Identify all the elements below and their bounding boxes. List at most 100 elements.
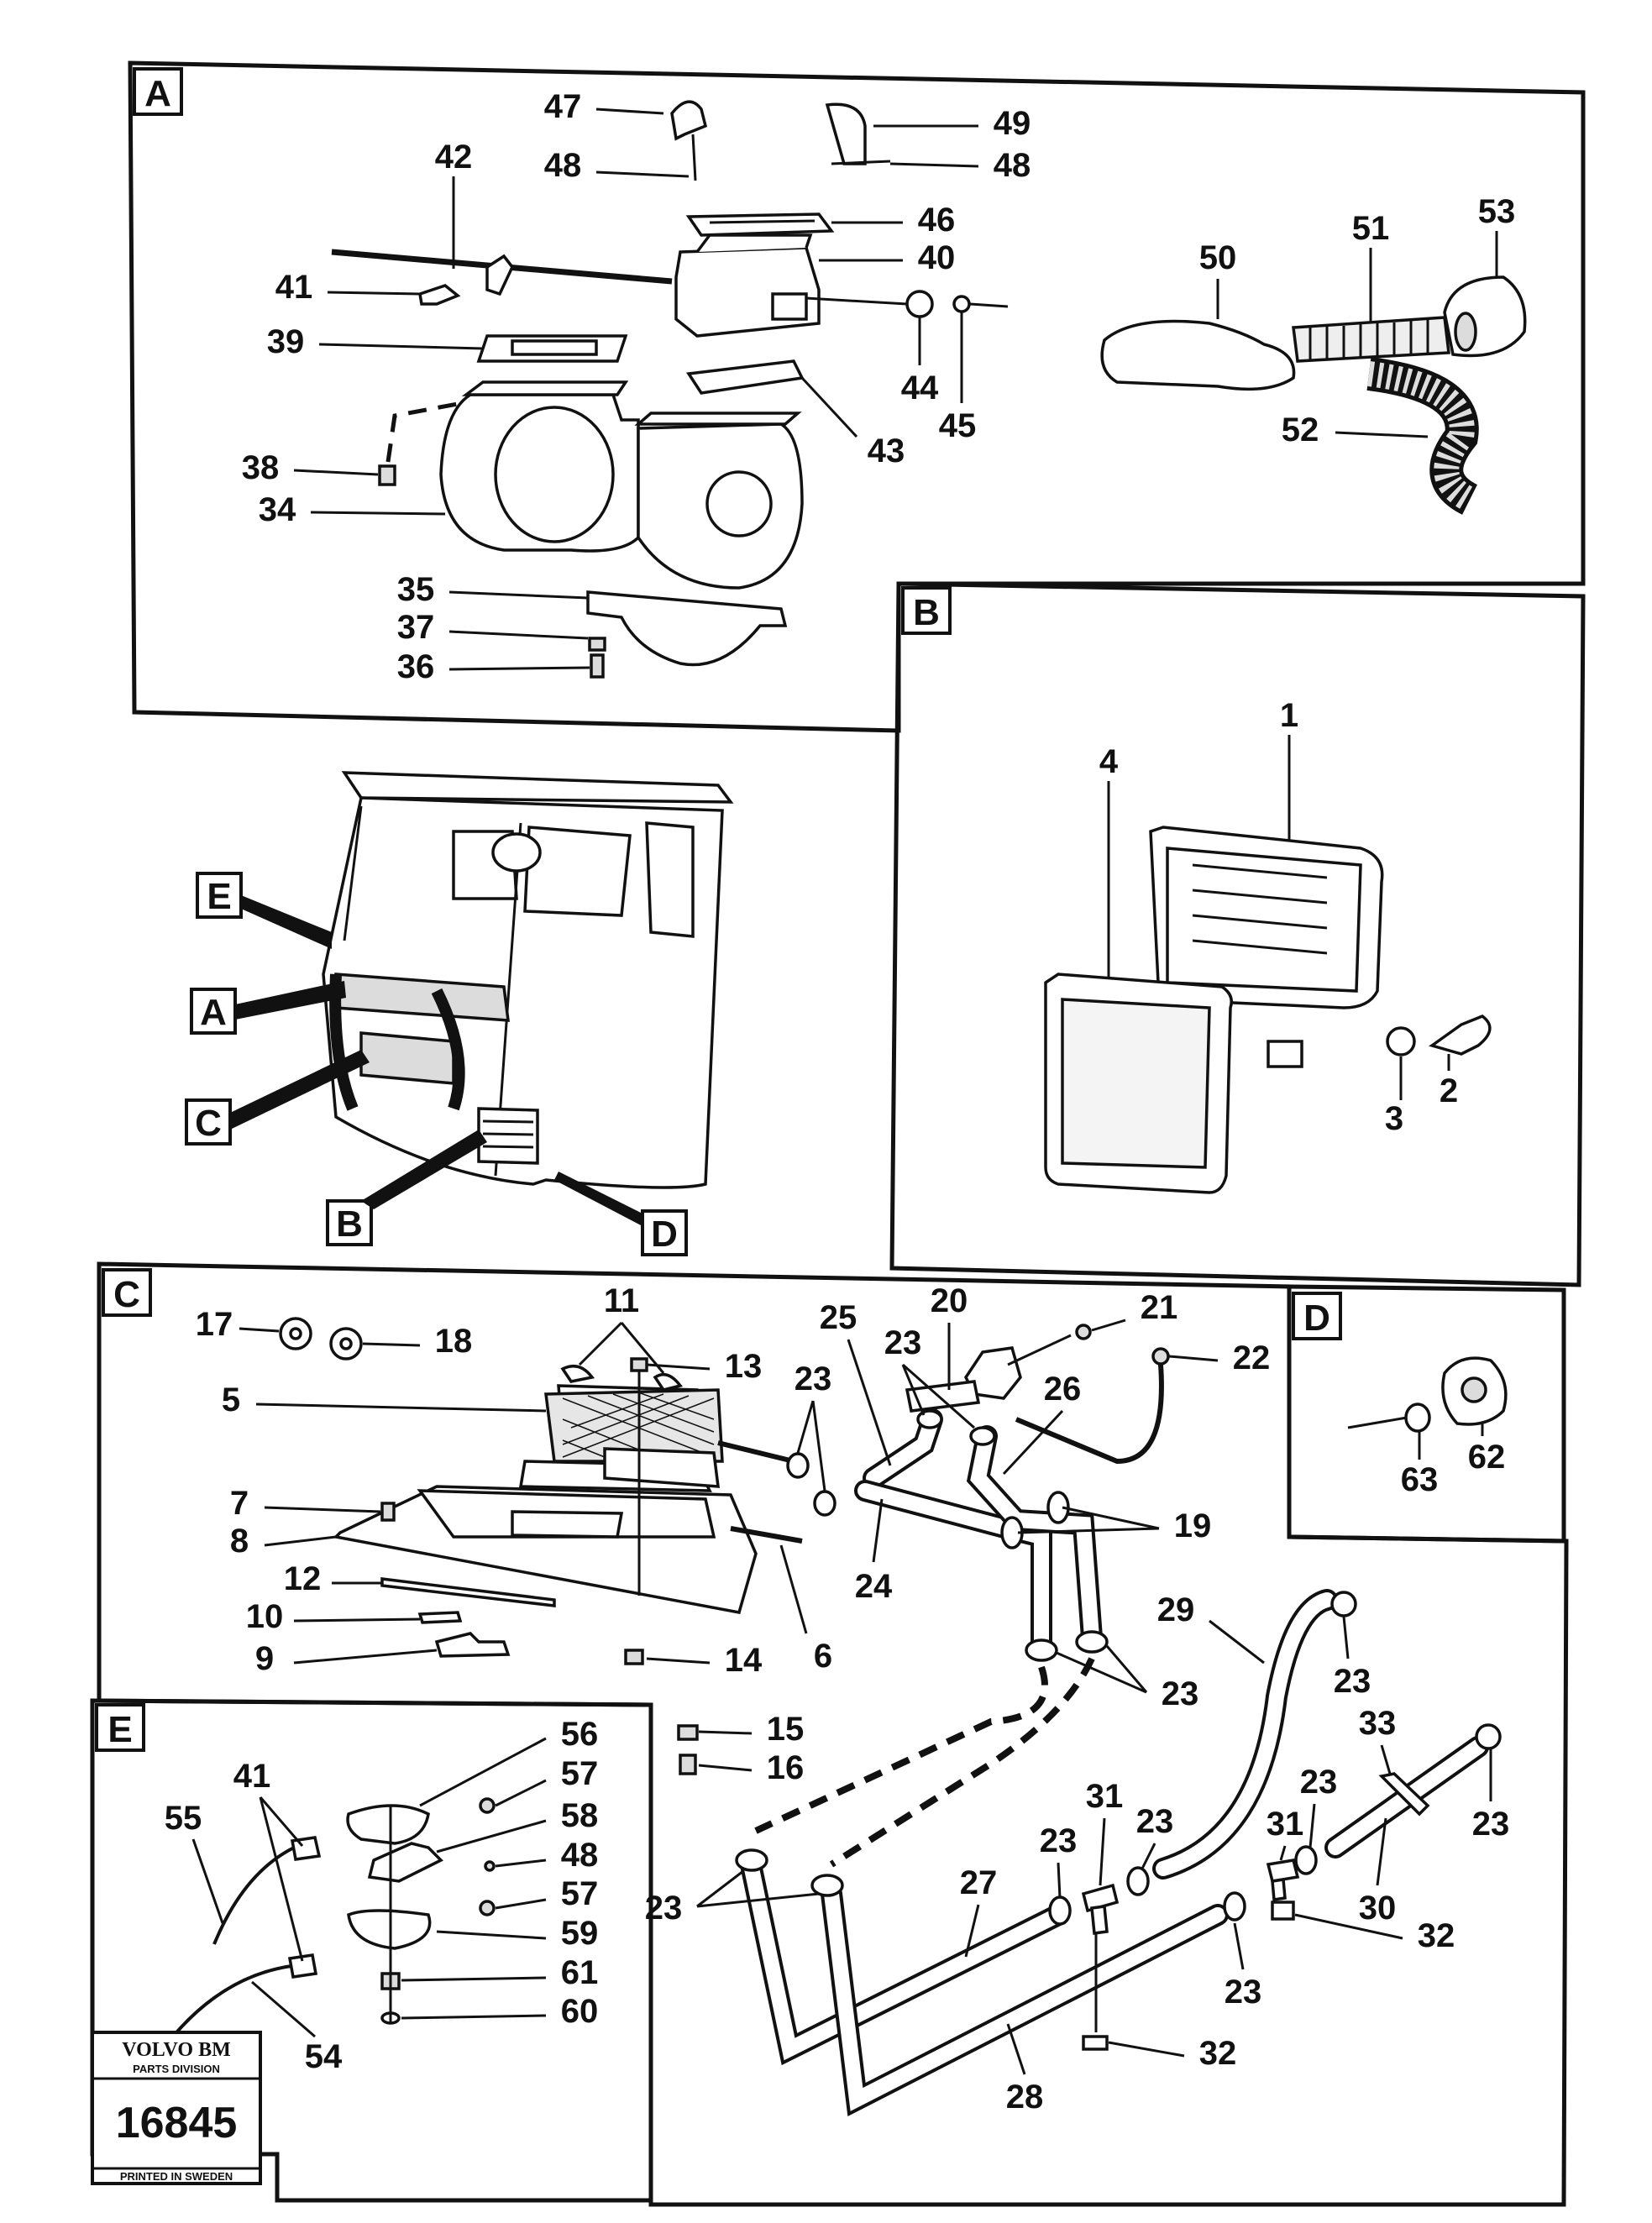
svg-text:42: 42 [435,139,473,176]
svg-text:40: 40 [918,239,956,276]
fan-unit-drawing [331,100,1527,679]
svg-text:5: 5 [222,1382,240,1418]
svg-text:19: 19 [1174,1507,1212,1544]
cab-callout-b: B [326,1130,487,1246]
svg-text:52: 52 [1282,412,1319,448]
svg-text:2: 2 [1440,1072,1458,1109]
svg-text:14: 14 [725,1642,763,1679]
svg-text:23: 23 [1162,1675,1199,1712]
svg-text:23: 23 [1040,1822,1078,1859]
section-c-labels: 11 13 17 18 5 7 8 12 10 9 6 14 15 16 25 … [196,1282,1510,2116]
section-e-labels: 56 57 58 48 57 59 61 60 41 55 54 [165,1716,599,2075]
cab-overview-drawing [322,771,734,1189]
svg-text:C: C [113,1274,140,1315]
svg-text:13: 13 [725,1348,763,1385]
svg-text:59: 59 [561,1915,599,1952]
svg-text:27: 27 [960,1864,998,1901]
cab-callout-c: C [185,1050,370,1146]
svg-text:A: A [144,73,171,114]
svg-text:38: 38 [242,449,280,486]
svg-text:31: 31 [1267,1806,1304,1843]
svg-text:21: 21 [1141,1289,1178,1326]
svg-text:48: 48 [994,147,1031,184]
svg-text:8: 8 [230,1523,249,1560]
svg-text:32: 32 [1199,2035,1237,2072]
svg-text:35: 35 [397,571,435,608]
section-e-drawing [158,1797,496,2055]
svg-text:56: 56 [561,1716,599,1753]
svg-text:16: 16 [767,1749,805,1786]
svg-text:48: 48 [561,1837,599,1874]
section-b-frame [889,581,1586,1287]
svg-text:54: 54 [305,2038,343,2075]
svg-text:57: 57 [561,1875,599,1912]
svg-text:E: E [207,876,231,917]
svg-text:34: 34 [259,491,296,528]
svg-text:39: 39 [267,323,305,360]
svg-text:58: 58 [561,1797,599,1834]
cab-callout-d: D [554,1172,688,1256]
cab-callout-e: E [196,872,332,949]
svg-text:23: 23 [1300,1764,1338,1801]
svg-text:50: 50 [1199,239,1237,276]
svg-text:63: 63 [1401,1461,1439,1498]
svg-text:30: 30 [1359,1890,1397,1927]
svg-text:44: 44 [901,370,939,406]
svg-text:48: 48 [544,147,582,184]
svg-text:28: 28 [1006,2079,1044,2116]
svg-text:7: 7 [230,1485,249,1522]
svg-text:A: A [200,992,227,1033]
section-label-a: A [133,67,183,116]
svg-text:45: 45 [939,407,977,444]
svg-text:6: 6 [814,1638,832,1675]
svg-text:VOLVO BM: VOLVO BM [122,2039,231,2061]
svg-text:23: 23 [884,1324,922,1361]
svg-text:D: D [651,1214,678,1255]
section-a-labels: 47 48 49 48 42 46 40 41 39 44 45 43 38 3… [242,88,1516,685]
svg-text:4: 4 [1099,743,1119,780]
section-b-labels: 1 4 3 2 [1099,697,1458,1137]
svg-text:61: 61 [561,1954,599,1991]
section-label-e: E [95,1703,145,1752]
svg-text:18: 18 [435,1323,473,1360]
svg-text:B: B [336,1203,363,1245]
svg-text:29: 29 [1157,1591,1195,1628]
svg-text:B: B [913,592,940,633]
section-label-c: C [102,1268,152,1317]
svg-text:37: 37 [397,609,435,646]
svg-text:53: 53 [1478,193,1516,230]
svg-text:60: 60 [561,1993,599,2030]
svg-text:3: 3 [1385,1100,1403,1137]
svg-text:E: E [108,1709,132,1750]
svg-text:25: 25 [820,1299,857,1336]
svg-text:57: 57 [561,1755,599,1792]
svg-text:PARTS DIVISION: PARTS DIVISION [133,2063,220,2075]
svg-text:62: 62 [1468,1439,1506,1476]
section-d-labels: 63 62 [1401,1423,1506,1498]
svg-text:46: 46 [918,202,956,239]
section-label-d: D [1292,1292,1342,1340]
svg-text:15: 15 [767,1711,805,1748]
cab-callout-a: A [190,981,346,1035]
svg-text:12: 12 [284,1560,322,1597]
svg-text:36: 36 [397,648,435,685]
svg-text:11: 11 [604,1282,639,1319]
svg-text:20: 20 [931,1282,968,1319]
svg-text:32: 32 [1418,1917,1455,1954]
svg-text:55: 55 [165,1800,202,1837]
svg-text:23: 23 [1225,1974,1262,2011]
heater-drawing [279,1317,1502,2117]
section-label-b: B [901,586,952,635]
svg-text:22: 22 [1233,1340,1271,1376]
svg-text:C: C [195,1103,222,1144]
svg-text:51: 51 [1352,210,1390,247]
svg-text:43: 43 [868,433,905,469]
svg-text:31: 31 [1086,1778,1124,1815]
svg-text:23: 23 [1334,1663,1371,1700]
svg-text:PRINTED IN SWEDEN: PRINTED IN SWEDEN [120,2170,233,2183]
svg-text:D: D [1303,1298,1330,1339]
svg-text:23: 23 [1472,1806,1510,1843]
svg-text:10: 10 [246,1598,284,1635]
section-d-drawing [1347,1356,1508,1433]
